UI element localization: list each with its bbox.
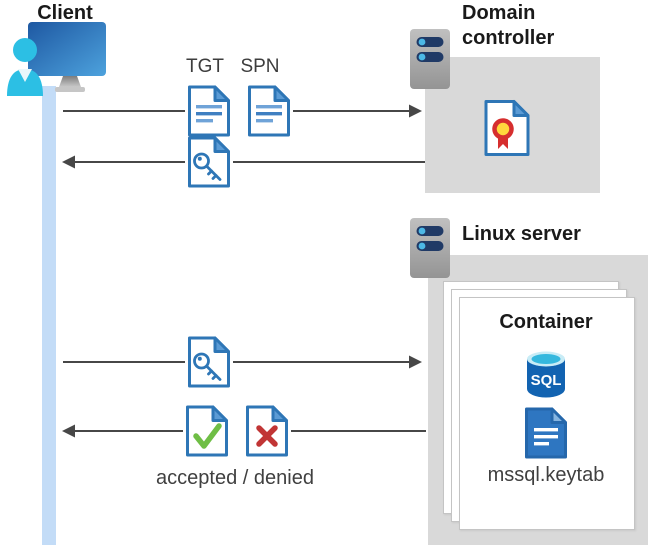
arrowhead-left-2 bbox=[62, 424, 75, 438]
tgt-label: TGT bbox=[186, 56, 224, 77]
accepted-document-icon bbox=[186, 405, 228, 457]
domain-controller-label: Domain controller bbox=[462, 2, 555, 49]
container-title: Container bbox=[499, 311, 593, 333]
denied-document-icon bbox=[246, 405, 288, 457]
keytab-file-icon bbox=[525, 407, 567, 459]
keytab-filename-label: mssql.keytab bbox=[487, 464, 605, 486]
spn-document-icon bbox=[248, 85, 290, 137]
arrowhead-left-1 bbox=[62, 155, 75, 169]
client-lifeline bbox=[42, 86, 56, 545]
ticket-key-document-icon-2 bbox=[188, 336, 230, 388]
client-label: Client bbox=[37, 2, 93, 24]
ticket-key-document-icon-1 bbox=[188, 136, 230, 188]
linux-server-icon bbox=[410, 218, 450, 278]
domain-controller-server-icon bbox=[410, 29, 450, 89]
accepted-denied-label: accepted / denied bbox=[156, 467, 314, 489]
linux-server-label: Linux server bbox=[462, 223, 581, 245]
tgt-document-icon bbox=[188, 85, 230, 137]
arrowhead-right-2 bbox=[409, 355, 422, 369]
arrowhead-right-1 bbox=[409, 104, 422, 118]
certificate-icon bbox=[484, 100, 530, 156]
sql-database-icon: SQL bbox=[527, 351, 565, 398]
spn-label: SPN bbox=[240, 56, 280, 77]
client-workstation-icon bbox=[7, 22, 106, 96]
sql-badge-text: SQL bbox=[531, 372, 562, 389]
